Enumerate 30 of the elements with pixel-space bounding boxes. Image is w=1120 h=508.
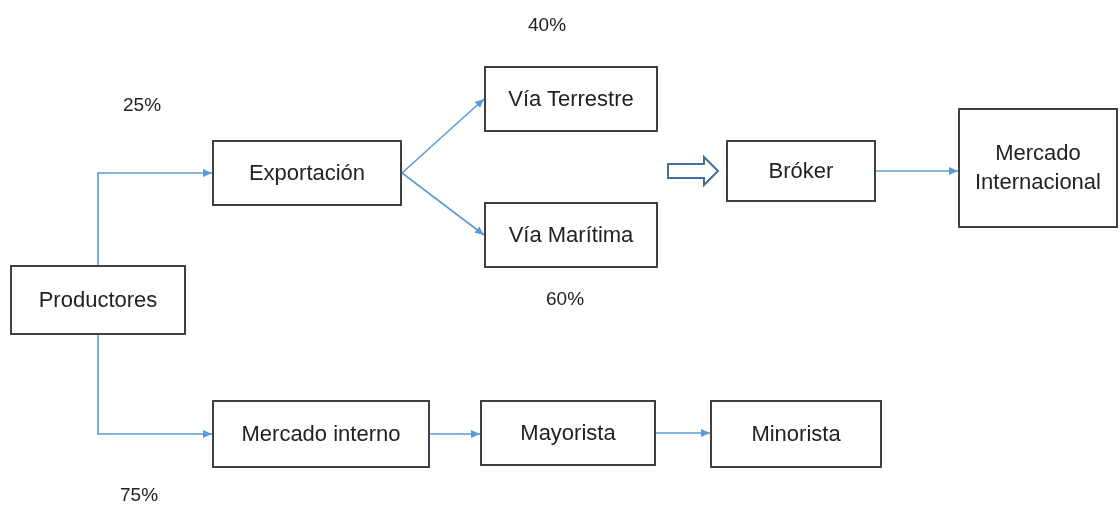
- percentage-label: 60%: [546, 288, 585, 310]
- node-label: Bróker: [768, 156, 834, 185]
- process-box: [958, 108, 1118, 228]
- node-label: Productores: [38, 285, 158, 314]
- arrow: [429, 430, 481, 438]
- node-label: Mayorista: [520, 418, 616, 447]
- node-label: Vía Terrestre: [508, 84, 634, 113]
- node-label: Mercado Internacional: [974, 139, 1102, 196]
- arrow: [875, 167, 959, 175]
- arrow: [401, 98, 485, 174]
- process-box: [212, 140, 402, 206]
- process-box: [484, 202, 658, 268]
- percentage-label: 75%: [120, 484, 159, 506]
- percentage-label: 25%: [123, 94, 162, 116]
- process-box: [726, 140, 876, 202]
- block-arrow: [667, 154, 720, 188]
- arrow: [97, 334, 213, 438]
- process-box: [10, 265, 186, 335]
- process-box: [484, 66, 658, 132]
- arrow: [655, 429, 711, 437]
- node-label: Minorista: [751, 419, 841, 448]
- process-box: [710, 400, 882, 468]
- percentage-label: 40%: [528, 14, 567, 36]
- arrow: [401, 172, 485, 236]
- arrow: [97, 169, 213, 266]
- process-box: [212, 400, 430, 468]
- node-label: Vía Marítima: [508, 220, 634, 249]
- node-label: Mercado interno: [241, 419, 401, 448]
- node-label: Exportación: [248, 158, 366, 187]
- process-box: [480, 400, 656, 466]
